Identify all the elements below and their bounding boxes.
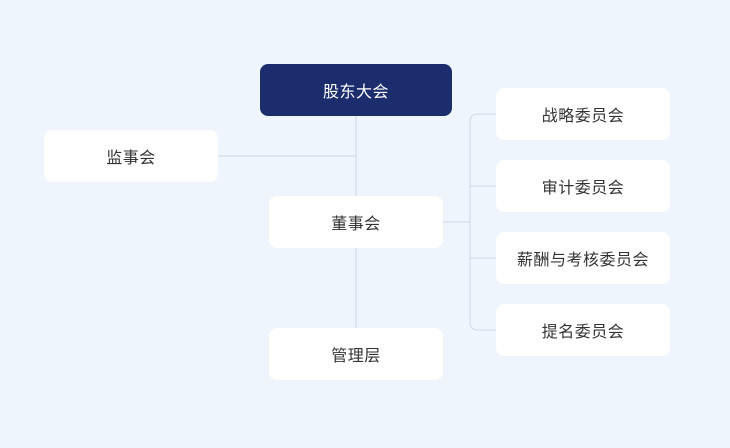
- node-audit-committee: 审计委员会: [496, 160, 670, 212]
- connector-committee-bracket: [469, 113, 496, 331]
- node-shareholders-meeting: 股东大会: [260, 64, 452, 116]
- node-nomination-committee: 提名委员会: [496, 304, 670, 356]
- node-management: 管理层: [269, 328, 443, 380]
- node-supervisory-board: 监事会: [44, 130, 218, 182]
- node-remuneration-committee: 薪酬与考核委员会: [496, 232, 670, 284]
- node-strategy-committee: 战略委员会: [496, 88, 670, 140]
- node-board-of-directors: 董事会: [269, 196, 443, 248]
